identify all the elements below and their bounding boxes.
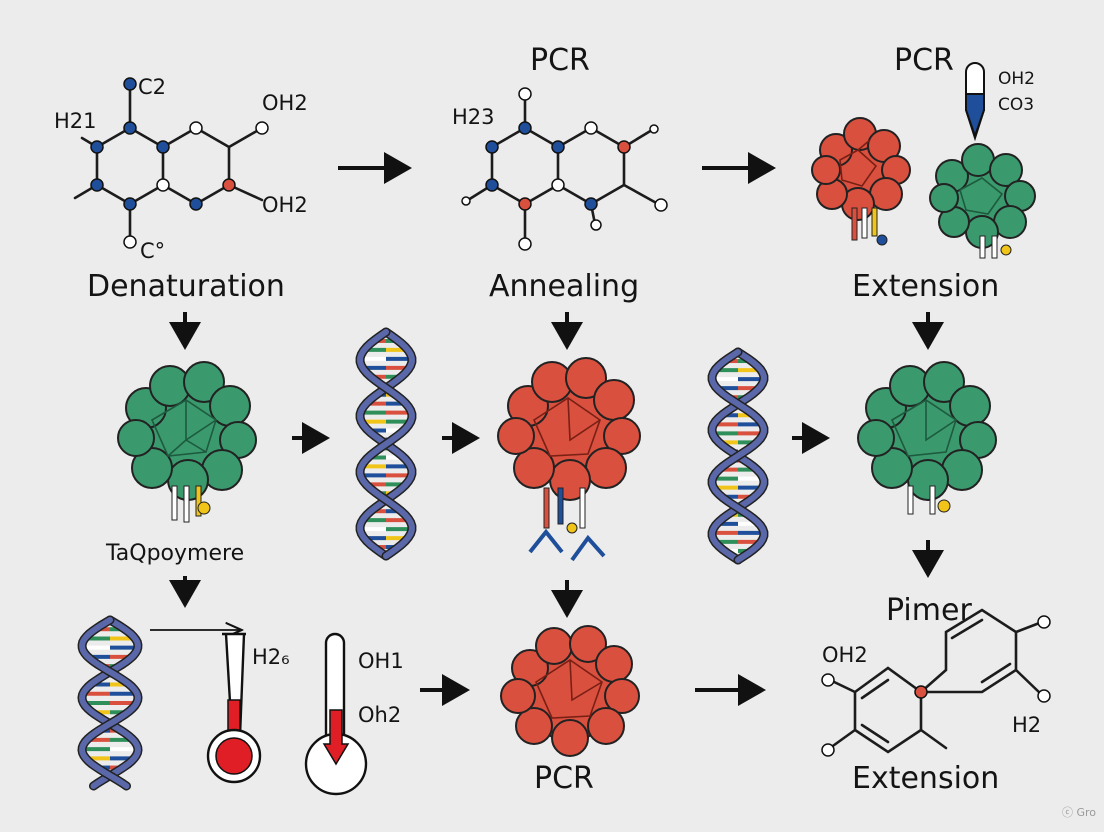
taq-polymerase-icon bbox=[117, 361, 257, 523]
thermometer-1-icon: H2₆ bbox=[206, 632, 290, 784]
watermark: ⓒ Gro bbox=[1062, 806, 1096, 819]
dna-helix-1 bbox=[355, 327, 417, 561]
label-denaturation: Denaturation bbox=[87, 269, 285, 304]
dna-helices bbox=[77, 327, 769, 791]
dna-helix-2-strand bbox=[709, 349, 767, 563]
dna-helix-1-strand bbox=[357, 329, 415, 559]
m1-label-c2: C2 bbox=[138, 75, 166, 99]
m2-label-h23: H23 bbox=[452, 105, 495, 129]
arrows bbox=[150, 152, 944, 706]
label-pcr-mid: PCR bbox=[530, 43, 590, 78]
molecule-annealing: H23 bbox=[452, 87, 668, 251]
m1-label-oh-mid: OH2 bbox=[262, 193, 308, 217]
thermometer-2-icon: OH1 Oh2 bbox=[304, 632, 404, 796]
molecule-extension: OH2 H2 bbox=[821, 608, 1051, 757]
tube-label-co3: CO3 bbox=[998, 95, 1034, 115]
therm2-label-oh1: OH1 bbox=[358, 649, 404, 673]
protein-red-bottom-icon bbox=[500, 625, 640, 757]
therm1-label: H2₆ bbox=[252, 645, 290, 669]
m3-label-h2: H2 bbox=[1012, 713, 1041, 737]
protein-red-mid-icon bbox=[497, 357, 641, 562]
label-extension-top: Extension bbox=[852, 269, 999, 304]
label-extension-bottom: Extension bbox=[852, 761, 999, 796]
protein-red-top-icon bbox=[811, 117, 911, 246]
m1-label-oh-top: OH2 bbox=[262, 91, 308, 115]
m3-label-oh2: OH2 bbox=[822, 643, 868, 667]
reagent-tube-icon: OH2 CO3 bbox=[965, 62, 1035, 142]
therm2-label-oh2: Oh2 bbox=[358, 703, 401, 727]
dna-helix-3-strand bbox=[78, 617, 142, 789]
tube-label-oh2: OH2 bbox=[998, 69, 1035, 89]
label-annealing: Annealing bbox=[489, 269, 639, 304]
dna-helix-2 bbox=[707, 347, 769, 565]
label-pcr-right: PCR bbox=[894, 43, 954, 78]
protein-green-mid-icon bbox=[857, 361, 997, 515]
label-pimer: Pimer bbox=[886, 593, 972, 628]
molecule-denaturation: C2 H21 OH2 OH2 C° bbox=[54, 75, 308, 263]
label-taq-polymerase: TaQpoymere bbox=[105, 541, 244, 566]
m1-label-c-bottom: C° bbox=[140, 239, 165, 263]
dna-helix-3 bbox=[77, 615, 143, 791]
m1-label-h2: H21 bbox=[54, 109, 97, 133]
label-pcr-bottom: PCR bbox=[534, 761, 594, 796]
dna-helix-3-strand bbox=[78, 617, 142, 789]
protein-green-top-icon bbox=[929, 143, 1036, 259]
